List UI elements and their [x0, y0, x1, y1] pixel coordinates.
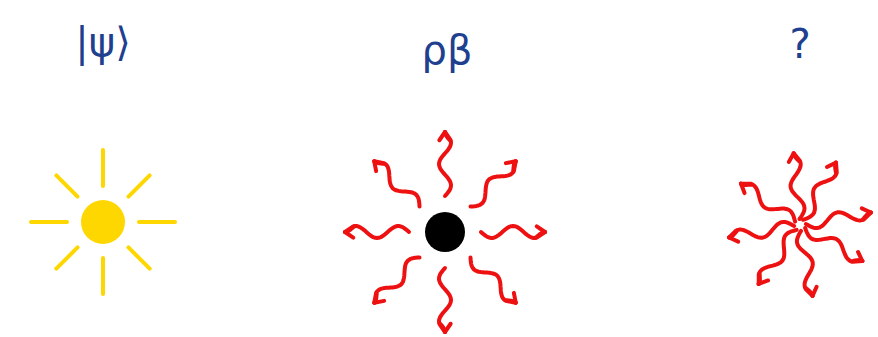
radiation-wave — [741, 184, 795, 222]
arrow-head — [794, 153, 800, 161]
sun-icon — [31, 150, 175, 294]
arrow-head — [374, 161, 384, 163]
arrow-head — [537, 232, 545, 238]
radiation-wave — [374, 258, 419, 303]
arrow-head — [806, 289, 813, 296]
radiation-wave — [806, 212, 871, 228]
arrow-head — [514, 161, 516, 171]
arrow-head — [445, 132, 451, 140]
radiation-wave — [803, 163, 836, 220]
sun-disc — [81, 200, 125, 244]
radiation-wave — [345, 226, 409, 238]
sun-ray — [101, 258, 105, 294]
arrow-head — [852, 259, 862, 264]
radiation-wave — [439, 132, 451, 196]
sun-ray — [56, 247, 77, 268]
radiation-wave — [471, 161, 516, 206]
arrow-head — [439, 324, 445, 332]
radiation-wave — [791, 153, 805, 219]
radiation-wave — [805, 228, 862, 261]
radiation-icon — [729, 153, 871, 296]
sun-ray — [56, 175, 77, 196]
arrow-head — [345, 226, 353, 232]
state-label: ? — [789, 24, 810, 64]
black-hole-disc — [425, 212, 465, 252]
arrow-head — [741, 182, 751, 186]
radiation-wave — [374, 161, 419, 206]
sun-ray — [31, 220, 67, 224]
black-hole-icon — [345, 132, 545, 332]
radiation-wave — [797, 231, 813, 296]
arrow-head — [729, 231, 736, 238]
sun-ray — [139, 220, 175, 224]
sun-ray — [128, 175, 149, 196]
state-label: |ψ⟩ — [75, 22, 130, 62]
radiation-wave — [481, 226, 545, 238]
sun-ray — [128, 247, 149, 268]
arrow-head — [757, 274, 761, 284]
state-label: ρβ — [422, 30, 473, 70]
radiation-wave — [439, 268, 451, 332]
radiation-wave — [729, 222, 794, 238]
arrow-head — [834, 163, 839, 173]
arrow-head — [864, 212, 871, 219]
sun-ray — [101, 150, 105, 186]
arrow-head — [506, 301, 516, 303]
arrow-head — [374, 293, 376, 303]
radiation-wave — [471, 258, 516, 303]
